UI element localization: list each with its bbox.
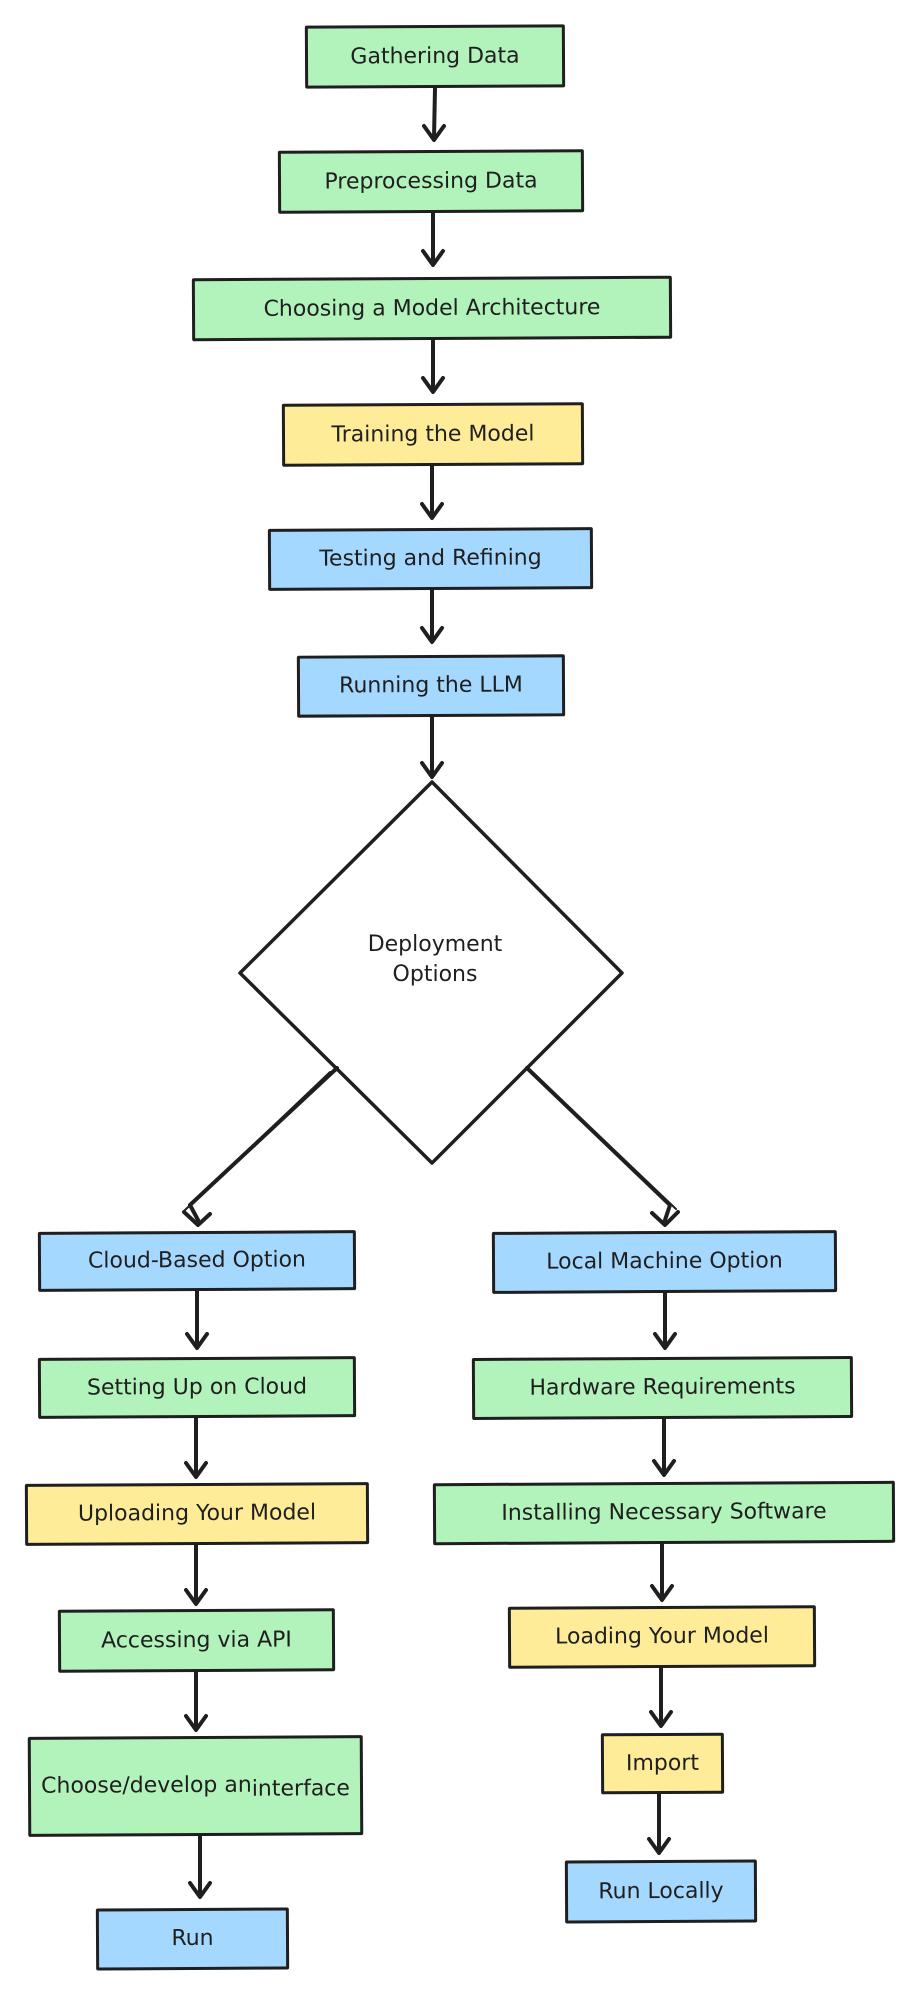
node-choosing-model-architecture: Choosing a Model Architecture [191,275,673,342]
node-import: Import [600,1732,725,1795]
node-label-line1: Choose/develop an [41,1772,252,1800]
arrow-accessing-to-interface [184,1670,208,1732]
node-setting-up-on-cloud: Setting Up on Cloud [37,1356,357,1419]
arrow-import-to-runlocally [647,1792,671,1855]
node-label: Accessing via API [101,1627,292,1654]
node-label: Choosing a Model Architecture [263,294,601,322]
node-running-the-llm: Running the LLM [296,654,566,718]
arrow-choosing-to-training [421,338,445,394]
arrow-installing-to-loading [650,1542,674,1602]
node-label: Import [625,1750,700,1776]
arrow-running-to-decision [420,715,444,779]
node-hardware-requirements: Hardware Requirements [471,1356,854,1420]
node-label: Training the Model [331,421,535,448]
arrow-decision-to-cloud [182,1066,339,1227]
node-label: Installing Necessary Software [501,1499,827,1527]
node-label: Uploading Your Model [77,1500,317,1527]
node-label: Setting Up on Cloud [86,1374,308,1401]
node-run-locally: Run Locally [564,1859,758,1924]
node-label: Gathering Data [350,43,520,70]
node-label: Run [171,1926,214,1952]
node-run: Run [95,1907,290,1971]
node-label: Cloud-Based Option [87,1247,307,1274]
arrow-setting-to-uploading [184,1416,208,1479]
arrow-preprocessing-to-choosing [421,211,445,267]
arrow-gathering-to-preprocessing [422,86,446,142]
node-label: Preprocessing Data [324,168,538,195]
node-loading-your-model: Loading Your Model [507,1605,817,1669]
node-label: Run Locally [598,1878,724,1905]
decision-label-line2: Options [392,961,478,987]
arrow-uploading-to-accessing [184,1543,208,1606]
arrow-training-to-testing [420,464,444,520]
node-label-line2: interface [251,1776,350,1802]
node-label: Loading Your Model [555,1623,769,1650]
node-label: Running the LLM [339,672,523,699]
decision-deployment-options: Deployment Options [340,930,530,989]
node-testing-and-refining: Testing and Refining [267,527,594,591]
arrow-hardware-to-installing [652,1417,676,1477]
node-preprocessing-data: Preprocessing Data [277,149,585,214]
node-installing-necessary-software: Installing Necessary Software [432,1480,896,1546]
arrow-cloud-to-setting [185,1289,209,1350]
node-cloud-based-option: Cloud-Based Option [37,1230,357,1292]
arrow-testing-to-running [420,588,444,644]
arrow-interface-to-run [188,1834,212,1899]
node-training-the-model: Training the Model [281,402,585,467]
node-local-machine-option: Local Machine Option [491,1230,838,1294]
node-label: Hardware Requirements [529,1374,796,1401]
node-label: Testing and Refining [319,545,542,572]
arrow-loading-to-import [649,1666,673,1728]
node-uploading-your-model: Uploading Your Model [24,1482,370,1546]
node-choose-develop-interface: Choose/develop an interface [27,1735,364,1837]
node-label: Local Machine Option [546,1248,783,1275]
arrow-local-to-hardware [653,1291,677,1350]
node-gathering-data: Gathering Data [304,24,566,89]
arrow-decision-to-local [525,1066,680,1227]
node-accessing-via-api: Accessing via API [57,1608,336,1673]
decision-label-line1: Deployment [367,932,503,957]
